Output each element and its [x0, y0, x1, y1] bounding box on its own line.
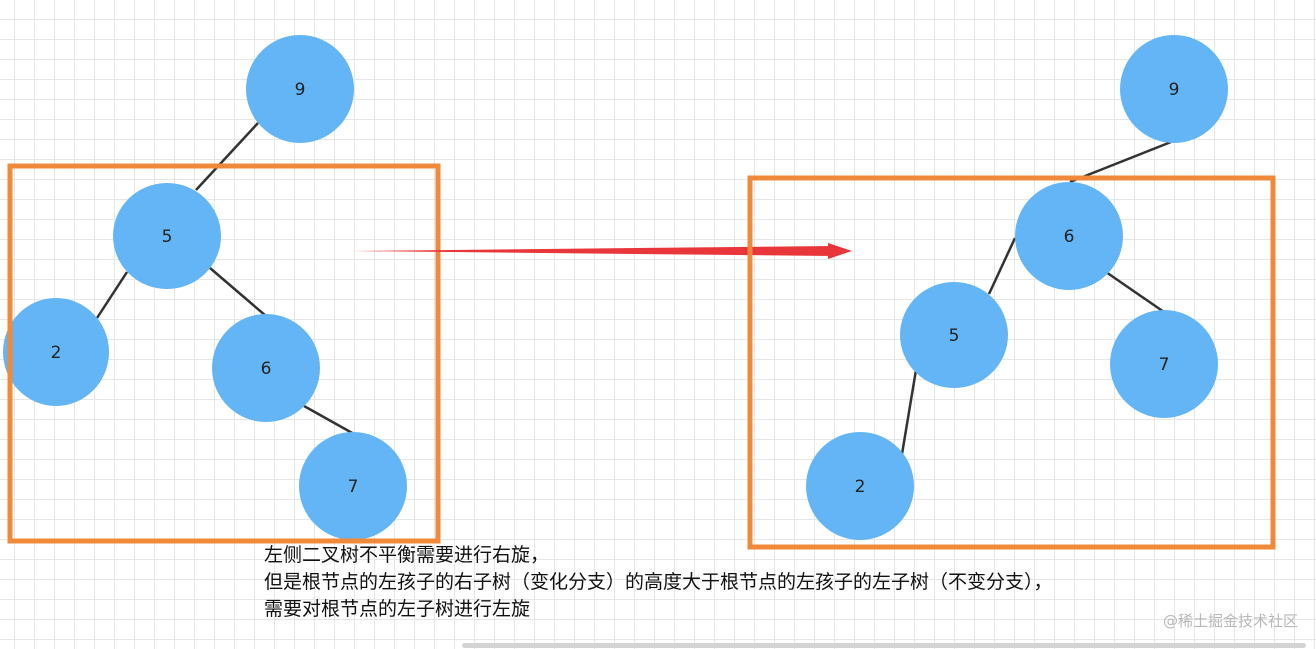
left-node-5-label: 5: [162, 227, 173, 247]
right-node-6-label: 6: [1064, 227, 1075, 247]
edge-6-7-right: [1105, 270, 1165, 314]
right-node-5: [900, 282, 1008, 388]
transform-arrow: [352, 243, 852, 259]
right-node-7: [1110, 310, 1218, 418]
arrow-head: [828, 243, 852, 259]
caption-line-3: 需要对根节点的左子树进行左旋: [264, 598, 531, 620]
right-node-9: [1120, 35, 1228, 143]
right-node-5-label: 5: [949, 326, 960, 346]
right-tree-labels: 9 6 5 7 2: [855, 80, 1180, 497]
arrow-shaft: [352, 246, 832, 256]
edge-6-7-left: [303, 404, 355, 436]
left-node-2-label: 2: [51, 343, 62, 363]
right-tree-edges: [900, 140, 1172, 455]
caption-line-1: 左侧二叉树不平衡需要进行右旋，: [264, 544, 550, 566]
edge-9-5-left: [195, 122, 259, 191]
explanation-caption: 左侧二叉树不平衡需要进行右旋， 但是根节点的左孩子的右子树（变化分支）的高度大于…: [264, 542, 1053, 623]
right-highlight-frame: [747, 175, 1276, 550]
left-node-6-label: 6: [261, 359, 272, 379]
right-node-9-label: 9: [1169, 80, 1180, 100]
left-node-6: [212, 314, 320, 422]
edge-5-2-right: [900, 369, 918, 455]
right-node-7-label: 7: [1159, 355, 1170, 375]
left-node-9: [246, 35, 354, 143]
right-node-2-label: 2: [855, 477, 866, 497]
edge-5-2-left: [95, 271, 129, 319]
left-node-2: [3, 298, 109, 406]
watermark: @稀土掘金技术社区: [1162, 612, 1298, 630]
edge-9-6-right: [1069, 140, 1172, 184]
right-tree-nodes: [806, 35, 1228, 540]
left-tree-nodes: [3, 35, 407, 540]
left-node-9-label: 9: [295, 80, 306, 100]
left-tree-edges: [95, 122, 355, 436]
caption-line-2: 但是根节点的左孩子的右子树（变化分支）的高度大于根节点的左孩子的左子树（不变分支…: [264, 571, 1053, 593]
left-node-7-label: 7: [348, 477, 359, 497]
left-tree-labels: 9 5 2 6 7: [51, 80, 359, 497]
horizontal-scrollbar[interactable]: [462, 643, 1306, 648]
right-node-6: [1015, 182, 1123, 290]
edge-6-5-right: [987, 237, 1017, 295]
left-node-7: [299, 432, 407, 540]
left-node-5: [113, 183, 221, 289]
right-node-2: [806, 432, 914, 540]
edge-5-6-left: [209, 267, 267, 317]
left-highlight-frame: [7, 163, 441, 544]
